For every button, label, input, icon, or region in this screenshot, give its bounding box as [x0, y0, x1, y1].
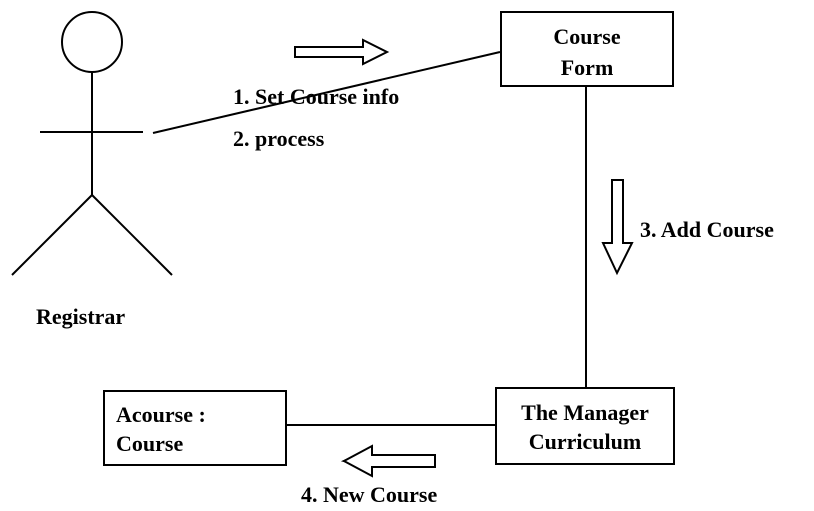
course-form-line2: Form: [560, 55, 614, 80]
message-3-label: 3. Add Course: [640, 217, 774, 242]
message-1-label: 1. Set Course info: [233, 84, 400, 109]
actor-right-leg: [91, 194, 173, 276]
manager-line1: The Manager: [521, 400, 649, 425]
message-2-label: 2. process: [233, 126, 325, 151]
registrar-actor-figure: [11, 11, 173, 276]
arrow-down-icon: [601, 179, 634, 276]
course-form-line1: Course: [553, 24, 621, 49]
acourse-line1: Acourse :: [116, 402, 206, 427]
actor-head: [61, 11, 123, 73]
manager-curriculum-object: The Manager Curriculum: [495, 387, 675, 465]
link-registrar-courseform: [152, 51, 501, 134]
actor-left-leg: [11, 194, 93, 276]
acourse-object: Acourse : Course: [103, 390, 287, 466]
arrow-right-icon: [294, 38, 390, 66]
acourse-line2: Course: [116, 431, 184, 456]
actor-name-label: Registrar: [36, 304, 126, 329]
message-4-label: 4. New Course: [301, 482, 438, 507]
course-form-object: Course Form: [500, 11, 674, 87]
manager-line2: Curriculum: [528, 429, 642, 454]
